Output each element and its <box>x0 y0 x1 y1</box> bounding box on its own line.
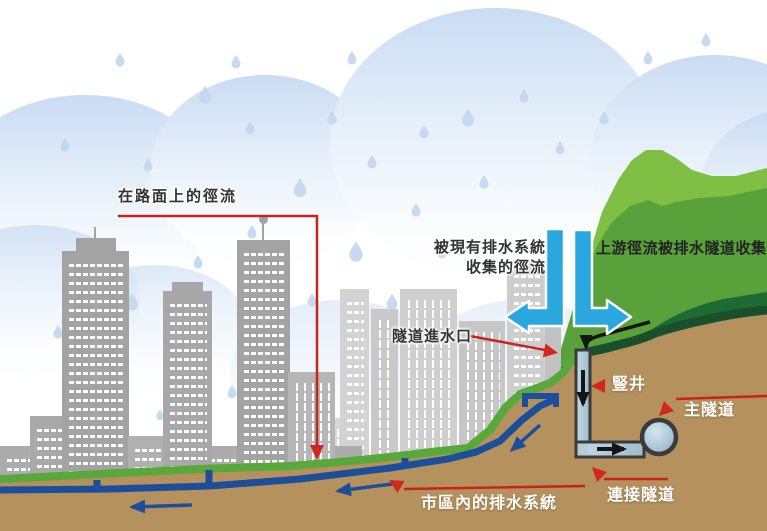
building <box>371 309 398 480</box>
building-antenna <box>94 227 96 239</box>
building-roof <box>172 282 203 291</box>
label-collected-runoff-line2: 收集的徑流 <box>465 258 546 276</box>
ground-surface-strip <box>0 346 588 483</box>
hill-soil-boundary <box>577 305 767 358</box>
label-collected-runoff-line1: 被現有排水系統 <box>433 238 546 256</box>
hill <box>540 150 767 438</box>
annotation-line-urban-drainage <box>403 484 586 491</box>
building <box>237 240 290 480</box>
label-surface-runoff: 在路面上的徑流 <box>118 187 238 205</box>
pipe-flow-arrows <box>129 423 542 514</box>
runoff-arrow-right-icon <box>572 228 633 336</box>
building <box>163 291 212 480</box>
building <box>62 251 129 480</box>
flow-arrow-downleft-icon <box>509 423 542 452</box>
annotation-arrowhead <box>542 343 558 358</box>
label-tunnel-intake: 隧道進水口 <box>392 327 473 345</box>
annotations <box>118 214 767 493</box>
building-roof <box>76 238 116 251</box>
building-spire <box>262 222 264 240</box>
annotation-arrowhead-shaft <box>591 379 605 393</box>
label-shaft: 豎井 <box>612 374 647 393</box>
building-spire-ball <box>259 215 268 224</box>
label-upstream-runoff: 上游徑流被排水隧道收集 <box>596 239 767 257</box>
annotation-arrowhead <box>310 445 324 460</box>
annotation-line-main-tunnel <box>675 394 767 401</box>
annotation-bracket-surface-runoff <box>118 214 319 446</box>
flow-arrow-left-icon <box>129 499 193 514</box>
label-connecting-tunnel: 連接隧道 <box>607 485 676 504</box>
annotation-arrowhead <box>389 480 405 493</box>
label-main-tunnel: 主隧道 <box>684 400 736 419</box>
annotation-arrowhead <box>659 401 674 416</box>
urban-drainage-pipe <box>0 393 559 494</box>
annotation-arrowhead <box>592 467 607 482</box>
main-tunnel-circle <box>639 417 679 457</box>
label-urban-drainage: 市區內的排水系統 <box>421 493 558 512</box>
pipe-inlet-bracket <box>522 393 559 407</box>
flow-arrow-left-icon <box>335 482 393 497</box>
runoff-arrow-left-icon <box>503 227 566 335</box>
runoff-split-arrows <box>503 227 633 336</box>
label-collected-runoff: 被現有排水系統 收集的徑流 <box>408 237 546 277</box>
annotation-line-intake <box>469 334 546 352</box>
